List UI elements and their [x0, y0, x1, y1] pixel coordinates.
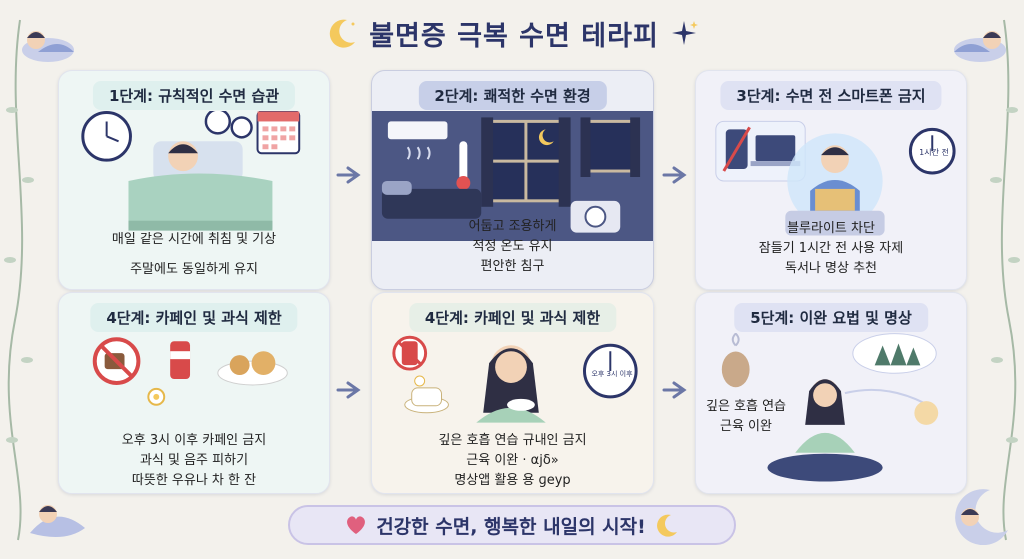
sleeping-person-corner-bottom-right — [955, 489, 1008, 545]
step-5-illustration — [696, 333, 966, 493]
sparkle-icon — [671, 21, 698, 45]
arrow-right-icon — [662, 381, 687, 399]
step-4a-line-2: 과식 및 음주 피하기 — [139, 453, 249, 468]
step-1-illustration — [59, 111, 329, 251]
vine-decoration-left — [4, 19, 34, 541]
step-4b-title: 4단계: 카페인 및 과식 제한 — [408, 303, 617, 332]
step-1-description: 매일 같은 시간에 취침 및 기상 주말에도 동일하게 유지 — [59, 225, 329, 285]
footer-banner: 건강한 수면, 행복한 내일의 시작! — [288, 505, 736, 545]
step-1-title: 1단계: 규칙적인 수면 습관 — [92, 81, 296, 110]
calendar-icon — [256, 111, 301, 155]
step-3-illustration: 1시간 전 — [696, 111, 966, 241]
arrow-right-icon — [336, 166, 361, 184]
step-card-5: 5단계: 이완 요법 및 명상 깊은 호흡 연습 근육 이완 — [695, 292, 967, 494]
arrow-right-icon — [662, 166, 687, 184]
crescent-moon-icon — [656, 514, 677, 537]
sleeping-person-corner-bottom-left — [30, 505, 85, 537]
no-coffee-icon — [92, 337, 141, 385]
step-3-line-3: 독서나 명상 추천 — [785, 261, 877, 276]
step-5-description: 깊은 호흡 연습 근육 이완 — [696, 397, 796, 437]
step-4b-line-1: 깊은 호흡 연습 규내인 금지 — [438, 433, 587, 448]
step-2-title: 2단계: 쾌적한 수면 환경 — [418, 81, 607, 110]
step-4b-clock-label: 오후 3시 이후 — [591, 370, 633, 378]
crescent-moon-icon — [329, 19, 356, 48]
step-4b-line-2: 근육 이완 · αjδ» — [466, 453, 559, 468]
step-3-clock-label: 1시간 전 — [919, 148, 949, 157]
step-2-line-2: 적정 온도 유지 — [472, 239, 553, 254]
step-card-4b: 4단계: 카페인 및 과식 제한 오후 3시 이후 깊은 호흡 연습 규내인 금… — [371, 292, 654, 494]
page-title: 불면증 극복 수면 테라피 — [369, 20, 659, 52]
clock-icon — [81, 111, 132, 162]
step-2-line-3: 편안한 침구 — [480, 259, 545, 274]
step-4b-description: 깊은 호흡 연습 규내인 금지 근육 이완 · αjδ» 명상앱 활용 용 ɡe… — [372, 431, 653, 491]
step-2-description: 어둡고 조용하게 적정 온도 유지 편안한 침구 — [372, 217, 653, 277]
bed-sleeping-person — [128, 141, 273, 231]
step-card-1: 1단계: 규칙적인 수면 습관 — [58, 70, 330, 290]
title-bar: 불면증 극복 수면 테라피 — [0, 8, 1024, 58]
step-4b-illustration: 오후 3시 이후 — [372, 333, 653, 423]
no-phone-icon — [715, 120, 806, 182]
step-4a-title: 4단계: 카페인 및 과식 제한 — [90, 303, 298, 332]
footer-text: 건강한 수면, 행복한 내일의 시작! — [376, 515, 646, 538]
step-4b-line-3: 명상앱 활용 용 ɡeyp — [454, 473, 571, 488]
step-4a-line-3: 따뜻한 우유나 차 한 잔 — [131, 473, 257, 488]
heart-icon — [347, 516, 366, 534]
step-5-line-2: 근육 이완 — [720, 419, 772, 434]
step-3-line-2: 잠들기 1시간 전 사용 자제 — [758, 241, 904, 256]
step-3-line-1: 블루라이트 차단 — [787, 221, 875, 236]
step-card-4a: 4단계: 카페인 및 과식 제한 오후 3시 이후 카페인 금지 과식 및 음주… — [58, 292, 330, 494]
step-1-line-1: 매일 같은 시간에 취침 및 기상 — [111, 232, 277, 247]
step-3-description: 블루라이트 차단 잠들기 1시간 전 사용 자제 독서나 명상 추천 — [696, 219, 966, 279]
step-3-title: 3단계: 수면 전 스마트폰 금지 — [720, 81, 942, 110]
step-4a-illustration — [59, 333, 329, 423]
step-4a-description: 오후 3시 이후 카페인 금지 과식 및 음주 피하기 따뜻한 우유나 차 한 … — [59, 431, 329, 491]
step-4a-line-1: 오후 3시 이후 카페인 금지 — [121, 433, 267, 448]
step-5-line-1: 깊은 호흡 연습 — [705, 399, 787, 414]
step-5-title: 5단계: 이완 요법 및 명상 — [734, 303, 928, 332]
arrow-right-icon — [336, 381, 361, 399]
sleeping-person-corner-top-right — [954, 31, 1006, 62]
step-1-line-2: 주말에도 동일하게 유지 — [130, 262, 258, 277]
vine-decoration-right — [990, 19, 1020, 541]
step-2-line-1: 어둡고 조용하게 — [468, 219, 557, 234]
step-card-2: 2단계: 쾌적한 수면 환경 — [371, 70, 654, 290]
step-2-illustration — [372, 111, 653, 241]
sleeping-person-corner-top-left — [22, 31, 74, 62]
step-card-3: 3단계: 수면 전 스마트폰 금지 1시간 전 — [695, 70, 967, 290]
